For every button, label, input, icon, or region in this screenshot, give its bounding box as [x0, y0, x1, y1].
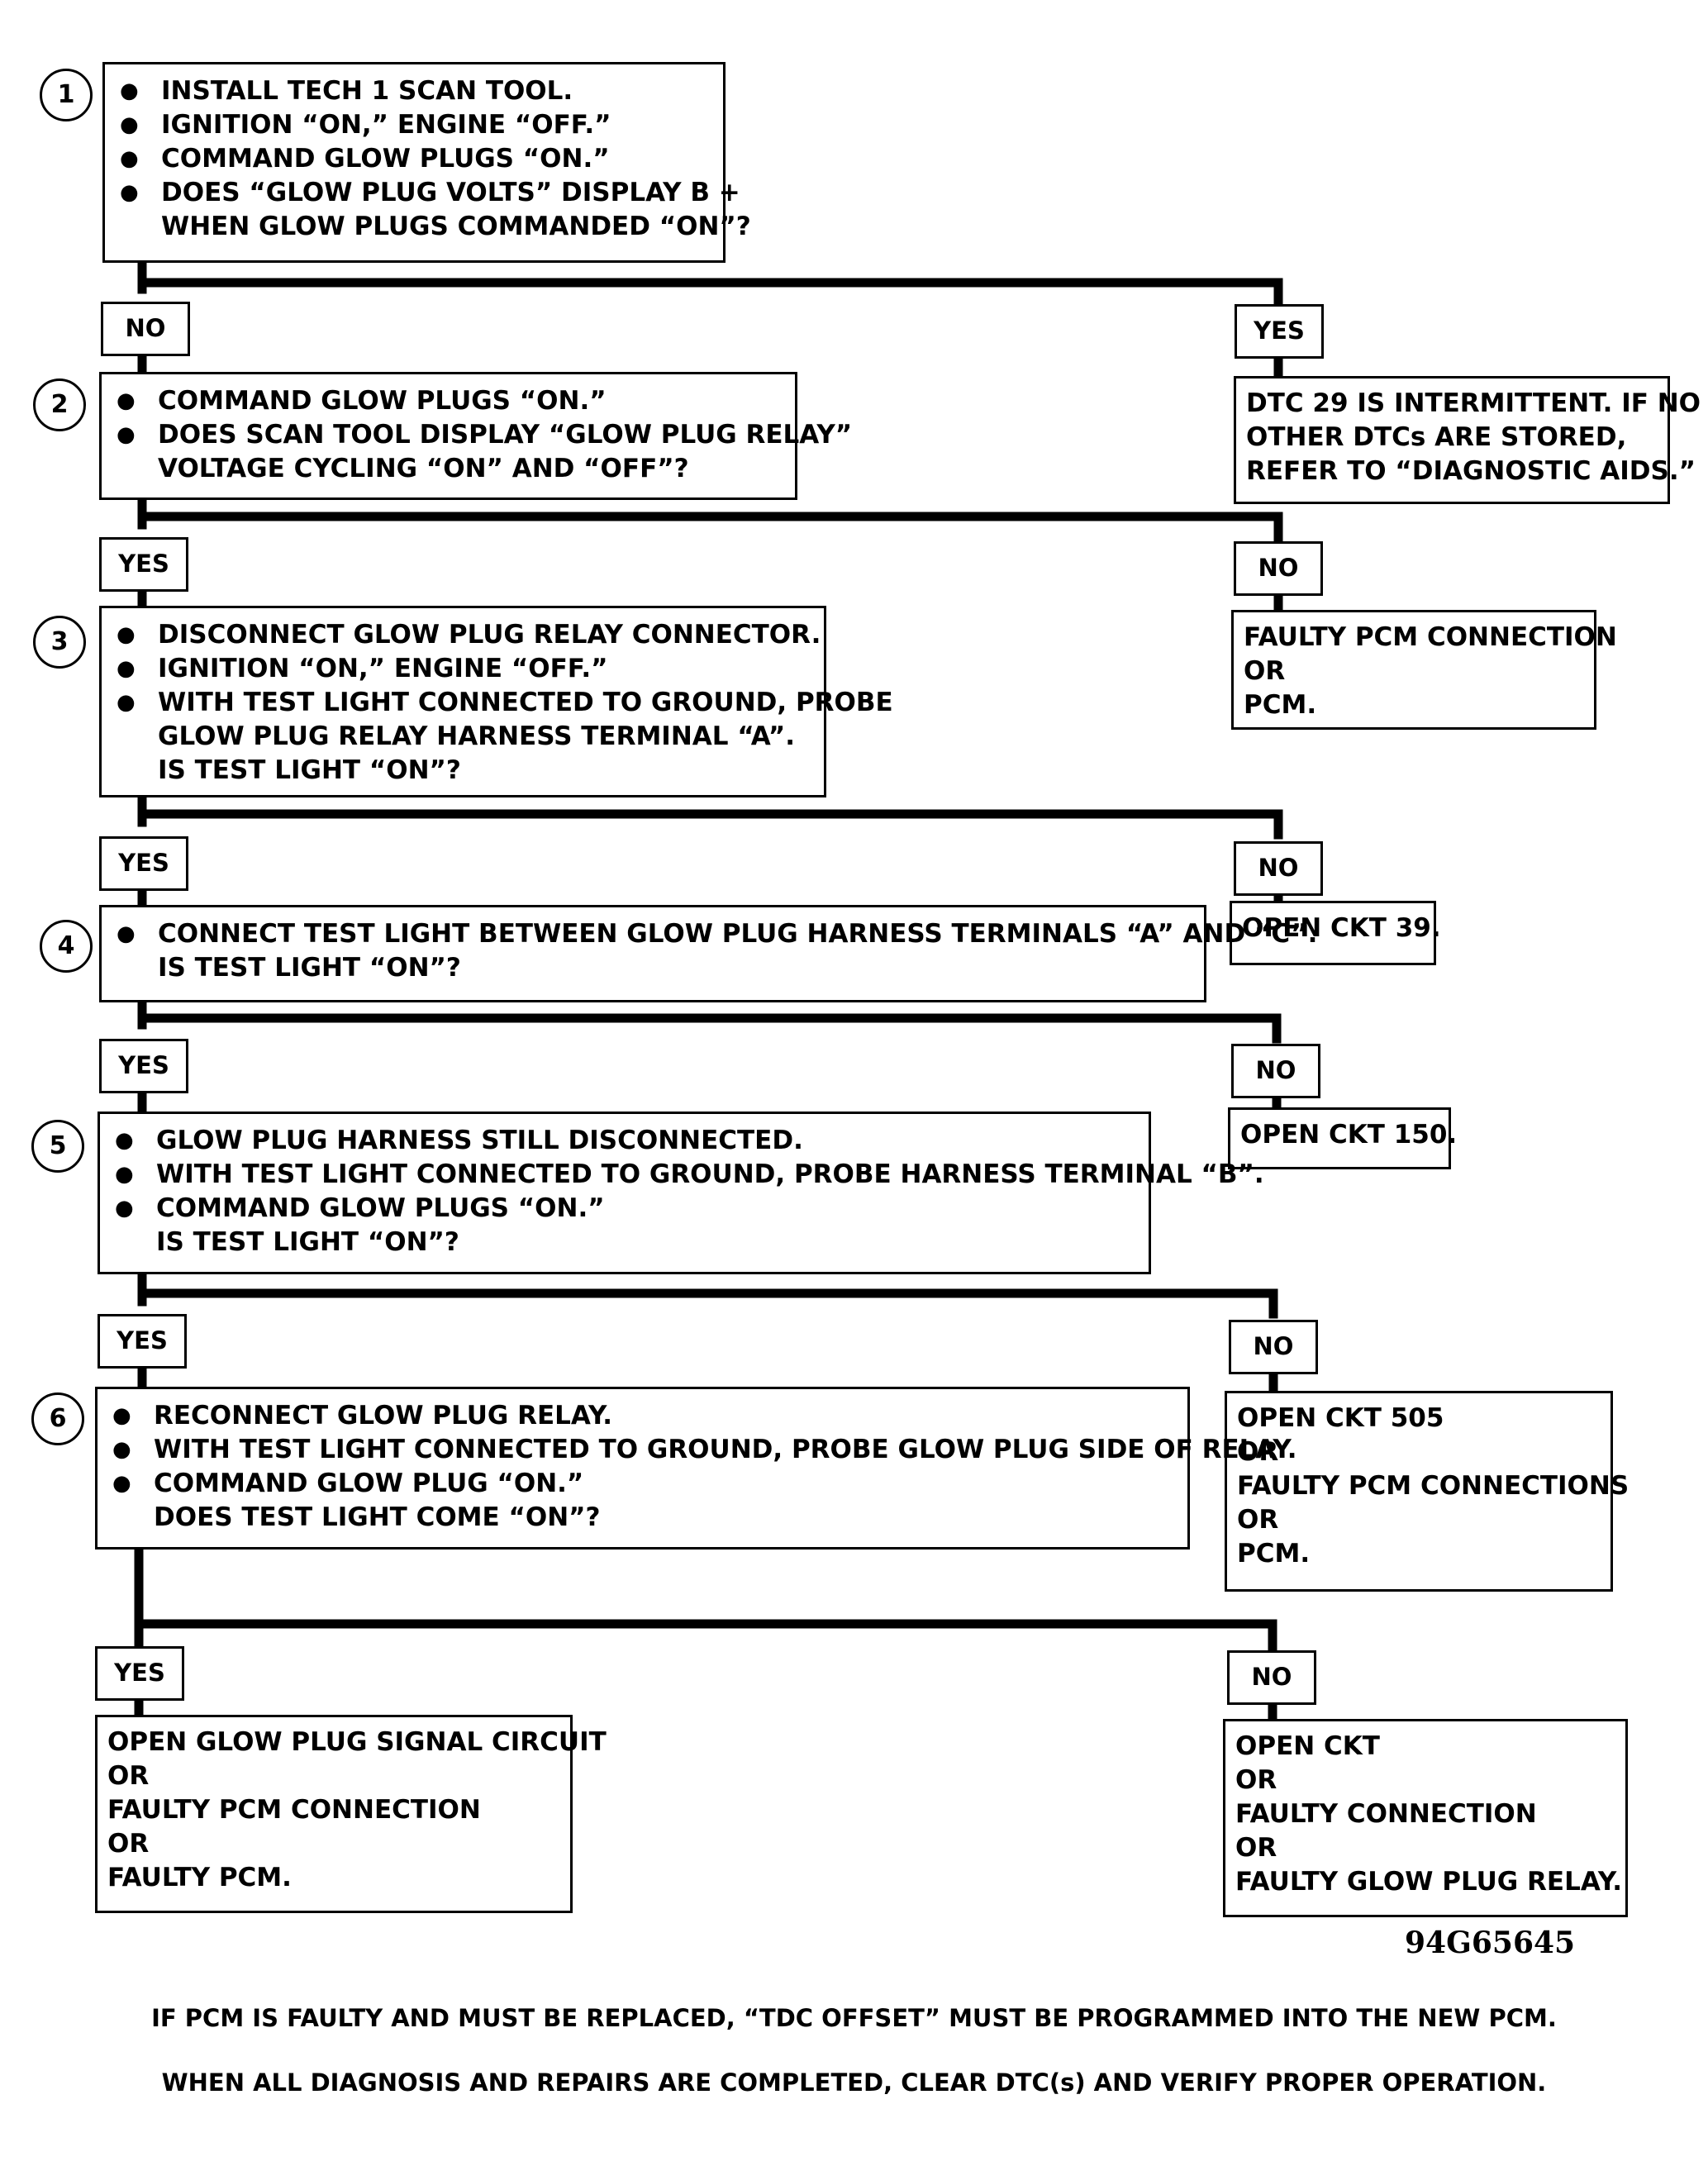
result-line: OTHER DTCs ARE STORED, [1246, 422, 1627, 452]
result-line: OR [107, 1829, 150, 1859]
step-4-no-label: NO [1231, 1044, 1320, 1098]
step-2-line: DOES SCAN TOOL DISPLAY “GLOW PLUG RELAY” [117, 418, 852, 452]
result-line: OR [1235, 1765, 1277, 1795]
step-6-list: RECONNECT GLOW PLUG RELAY. WITH TEST LIG… [98, 1389, 1297, 1535]
step-5-no-label: NO [1229, 1320, 1318, 1374]
step-3-line: IS TEST LIGHT “ON”? [158, 755, 461, 785]
step-1-yes-label: YES [1235, 304, 1324, 359]
step-1-list: INSTALL TECH 1 SCAN TOOL. IGNITION “ON,”… [105, 64, 751, 244]
step-1-box: INSTALL TECH 1 SCAN TOOL. IGNITION “ON,”… [102, 62, 751, 263]
step-3-box: DISCONNECT GLOW PLUG RELAY CONNECTOR. IG… [99, 606, 893, 797]
result-line: OPEN CKT 150. [1240, 1120, 1458, 1150]
footnote-clear-dtc: WHEN ALL DIAGNOSIS AND REPAIRS ARE COMPL… [161, 2068, 1547, 2097]
step-3-number: 3 [33, 616, 86, 669]
step-6-yes-result: OPEN GLOW PLUG SIGNAL CIRCUIT OR FAULTY … [95, 1715, 607, 1913]
step-4-line: CONNECT TEST LIGHT BETWEEN GLOW PLUG HAR… [117, 917, 1317, 951]
step-2-yes-label: YES [99, 537, 188, 592]
step-6-no-result: OPEN CKT OR FAULTY CONNECTION OR FAULTY … [1223, 1719, 1628, 1917]
figure-code: 94G65645 [1405, 1926, 1576, 1960]
step-3-line: GLOW PLUG RELAY HARNESS TERMINAL “A”. [158, 721, 795, 751]
step-5-line: IS TEST LIGHT “ON”? [156, 1227, 459, 1257]
result-line: FAULTY CONNECTION [1235, 1799, 1537, 1829]
step-6-line: WITH TEST LIGHT CONNECTED TO GROUND, PRO… [112, 1433, 1297, 1467]
step-5-list: GLOW PLUG HARNESS STILL DISCONNECTED. WI… [100, 1114, 1264, 1259]
step-2-box: COMMAND GLOW PLUGS “ON.” DOES SCAN TOOL … [99, 372, 852, 500]
step-4-number: 4 [40, 920, 93, 973]
step-4-box: CONNECT TEST LIGHT BETWEEN GLOW PLUG HAR… [99, 905, 1317, 1002]
step-2-no-result: FAULTY PCM CONNECTION OR PCM. [1231, 610, 1617, 730]
step-6-line: RECONNECT GLOW PLUG RELAY. [112, 1399, 1187, 1433]
step-2-list: COMMAND GLOW PLUGS “ON.” DOES SCAN TOOL … [102, 374, 852, 486]
step-3-line: DISCONNECT GLOW PLUG RELAY CONNECTOR. [117, 618, 824, 652]
step-5-yes-label: YES [98, 1314, 187, 1369]
step-3-yes-label: YES [99, 836, 188, 891]
result-line: OPEN CKT [1235, 1731, 1380, 1761]
step-1-line: WHEN GLOW PLUGS COMMANDED “ON”? [161, 212, 751, 241]
result-line: DTC 29 IS INTERMITTENT. IF NO [1246, 388, 1701, 418]
step-1-yes-result: DTC 29 IS INTERMITTENT. IF NO OTHER DTCs… [1234, 376, 1701, 504]
step-2-line: VOLTAGE CYCLING “ON” AND “OFF”? [158, 454, 689, 483]
result-line: FAULTY PCM CONNECTION [107, 1795, 481, 1825]
result-line: FAULTY PCM. [107, 1863, 292, 1892]
step-1-line: IGNITION “ON,” ENGINE “OFF.” [120, 108, 723, 142]
step-5-box: GLOW PLUG HARNESS STILL DISCONNECTED. WI… [98, 1112, 1264, 1274]
result-line: PCM. [1237, 1539, 1311, 1569]
result-line: PCM. [1244, 690, 1317, 720]
result-line: OR [107, 1761, 150, 1791]
result-line: OPEN CKT 505 [1237, 1403, 1444, 1433]
step-4-no-result: OPEN CKT 150. [1228, 1107, 1458, 1169]
result-line: FAULTY GLOW PLUG RELAY. [1235, 1867, 1622, 1897]
step-1-number: 1 [40, 69, 93, 121]
step-1-line: DOES “GLOW PLUG VOLTS” DISPLAY B + [120, 176, 740, 210]
step-3-line: WITH TEST LIGHT CONNECTED TO GROUND, PRO… [117, 686, 893, 720]
step-6-line: DOES TEST LIGHT COME “ON”? [154, 1502, 601, 1532]
step-3-list: DISCONNECT GLOW PLUG RELAY CONNECTOR. IG… [102, 608, 893, 788]
step-1-line: COMMAND GLOW PLUGS “ON.” [120, 142, 723, 176]
step-2-line: COMMAND GLOW PLUGS “ON.” [117, 384, 795, 418]
result-line: OR [1237, 1505, 1279, 1535]
step-2-number: 2 [33, 378, 86, 431]
step-6-box: RECONNECT GLOW PLUG RELAY. WITH TEST LIG… [95, 1387, 1297, 1550]
step-5-no-result: OPEN CKT 505 OR FAULTY PCM CONNECTIONS O… [1225, 1391, 1629, 1592]
step-5-line: WITH TEST LIGHT CONNECTED TO GROUND, PRO… [115, 1158, 1264, 1192]
step-5-number: 5 [31, 1120, 84, 1173]
step-6-yes-label: YES [95, 1646, 184, 1701]
result-line: OR [1235, 1833, 1277, 1863]
footnote-pcm: IF PCM IS FAULTY AND MUST BE REPLACED, “… [151, 2004, 1557, 2032]
step-5-line: GLOW PLUG HARNESS STILL DISCONNECTED. [115, 1124, 1149, 1158]
step-1-no-label: NO [101, 302, 190, 356]
result-line: OR [1244, 656, 1286, 686]
step-5-line: COMMAND GLOW PLUGS “ON.” [115, 1192, 1149, 1226]
step-4-list: CONNECT TEST LIGHT BETWEEN GLOW PLUG HAR… [102, 907, 1317, 985]
result-line: REFER TO “DIAGNOSTIC AIDS.” [1246, 456, 1696, 486]
result-line: FAULTY PCM CONNECTIONS [1237, 1471, 1629, 1501]
step-6-no-label: NO [1227, 1650, 1316, 1705]
step-6-line: COMMAND GLOW PLUG “ON.” [112, 1467, 1187, 1501]
result-line: FAULTY PCM CONNECTION [1244, 622, 1617, 652]
step-3-no-label: NO [1234, 841, 1323, 896]
step-6-number: 6 [31, 1392, 84, 1445]
step-2-no-label: NO [1234, 541, 1323, 596]
step-4-yes-label: YES [99, 1039, 188, 1093]
result-line: OPEN GLOW PLUG SIGNAL CIRCUIT [107, 1727, 607, 1757]
step-3-line: IGNITION “ON,” ENGINE “OFF.” [117, 652, 824, 686]
step-4-line: IS TEST LIGHT “ON”? [158, 953, 461, 983]
step-1-line: INSTALL TECH 1 SCAN TOOL. [120, 74, 723, 108]
